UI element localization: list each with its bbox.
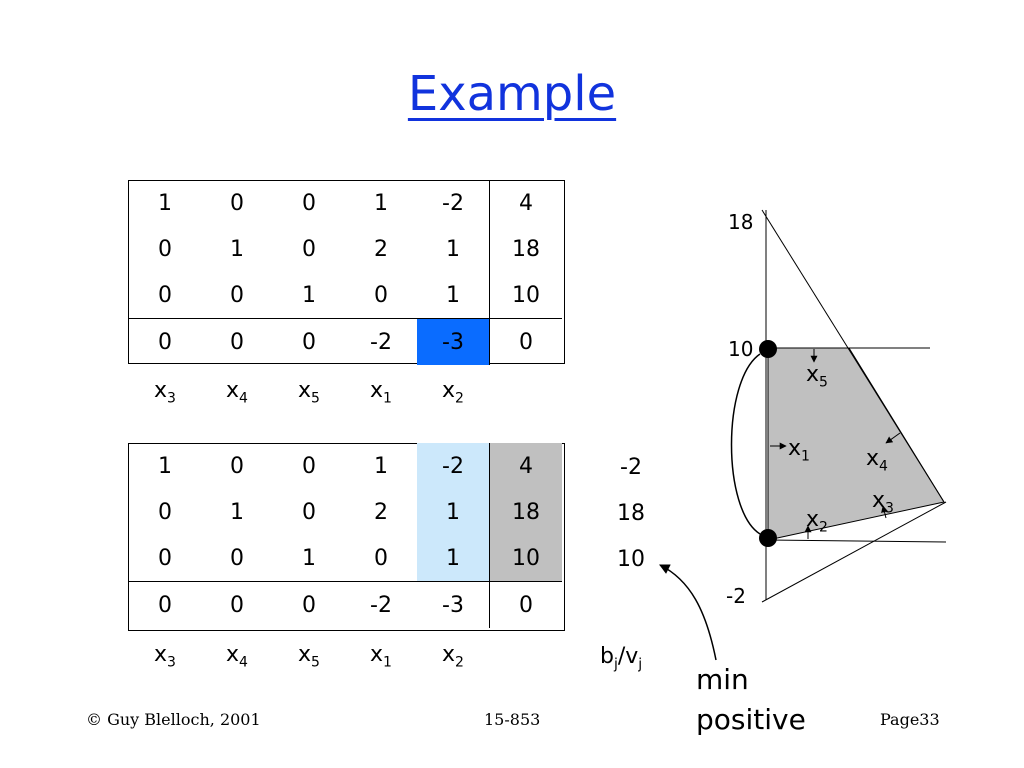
footer-course: 15-853	[484, 710, 541, 729]
constraint-line-x2	[767, 539, 947, 543]
var-label: x1	[370, 378, 392, 407]
var-label-x4: x4	[866, 446, 888, 475]
min-positive-annotation: min positive	[696, 663, 806, 736]
tableau-2-var-labels: x3 x4 x5 x1 x2	[129, 642, 489, 670]
table-cell: 1	[446, 282, 460, 308]
table-cell: -2	[345, 318, 417, 365]
rhs-cell: 10	[489, 535, 562, 582]
axis-label-neg2: -2	[726, 584, 746, 608]
var-label: x5	[298, 642, 320, 671]
vertex-dot	[759, 340, 777, 358]
table-cell: -2	[345, 581, 417, 628]
table-cell-rhs: 18	[489, 226, 562, 272]
table-row: 0 1 0 2 1 18	[129, 489, 562, 535]
table-cell-rhs: 10	[489, 272, 562, 319]
table-cell: 0	[158, 499, 172, 525]
var-label: x1	[370, 642, 392, 671]
table-cell: 0	[201, 318, 273, 365]
table-cell: 0	[158, 236, 172, 262]
table-cell: 1	[446, 236, 460, 262]
var-label: x2	[442, 642, 464, 671]
table-cell: 2	[374, 499, 388, 525]
tableau-2: 1 0 0 1 -2 4 0 1 0 2 1 18 0 0 1 0 1 10 0…	[129, 443, 562, 628]
slide-title: Example	[407, 66, 617, 122]
pivot-column-cell: -2	[417, 443, 490, 489]
var-label-x2: x2	[806, 507, 828, 536]
tableau-1: 1 0 0 1 -2 4 0 1 0 2 1 18 0 0 1 0 1 10 0…	[129, 180, 562, 365]
footer-page-number: Page33	[880, 710, 940, 729]
footer-copyright: © Guy Blelloch, 2001	[86, 710, 261, 729]
rhs-cell: 18	[489, 489, 562, 535]
min-positive-arrow	[659, 564, 717, 661]
table-cell: 0	[201, 581, 273, 628]
vertex-dot	[759, 529, 777, 547]
pivot-column-cell: 1	[417, 535, 490, 582]
table-cell: 1	[230, 499, 244, 525]
objective-row: 0 0 0 -2 -3 0	[129, 318, 562, 365]
var-label: x3	[154, 642, 176, 671]
table-row: 0 1 0 2 1 18	[129, 226, 562, 272]
axis-label-10: 10	[728, 337, 754, 361]
pivot-column-cell: 1	[417, 489, 490, 535]
table-row: 1 0 0 1 -2 4	[129, 443, 562, 489]
axis-label-18: 18	[728, 210, 754, 234]
var-label-x1: x1	[788, 436, 810, 465]
table-cell: 0	[158, 545, 172, 571]
var-label: x5	[298, 378, 320, 407]
table-cell: 0	[273, 581, 345, 628]
table-cell: 1	[374, 190, 388, 216]
table-cell: 0	[230, 190, 244, 216]
table-cell: 0	[273, 318, 345, 365]
table-cell: 1	[374, 453, 388, 479]
table-cell: 0	[230, 453, 244, 479]
table-cell-rhs: 4	[489, 180, 562, 226]
table-cell: 0	[374, 545, 388, 571]
objective-row: 0 0 0 -2 -3 0	[129, 581, 562, 628]
table-row: 0 0 1 0 1 10	[129, 535, 562, 582]
ratio-value: 18	[617, 501, 645, 526]
table-cell-rhs: 0	[489, 318, 562, 365]
table-cell: 1	[158, 190, 172, 216]
table-cell: 0	[302, 499, 316, 525]
table-cell: 0	[374, 282, 388, 308]
table-cell: 0	[302, 236, 316, 262]
table-cell: -3	[417, 581, 490, 628]
var-label-x5: x5	[806, 362, 828, 391]
table-row: 0 0 1 0 1 10	[129, 272, 562, 319]
ratio-value: 10	[617, 547, 645, 572]
table-cell: 1	[302, 545, 316, 571]
selected-cell: -3	[417, 318, 490, 365]
rhs-cell: 4	[489, 443, 562, 489]
table-cell: 1	[302, 282, 316, 308]
table-cell: 0	[302, 190, 316, 216]
table-cell: 2	[374, 236, 388, 262]
var-label-x3: x3	[872, 488, 894, 517]
table-cell: 1	[158, 453, 172, 479]
table-cell: 1	[230, 236, 244, 262]
var-label: x4	[226, 642, 248, 671]
table-cell: 0	[158, 282, 172, 308]
var-label: x3	[154, 378, 176, 407]
ratio-value: -2	[620, 455, 642, 480]
table-cell: -2	[442, 190, 464, 216]
var-label: x4	[226, 378, 248, 407]
ratio-label: bj/vj	[600, 644, 643, 673]
table-cell: 0	[230, 545, 244, 571]
constraint-line-x3	[761, 501, 947, 603]
tableau-1-var-labels: x3 x4 x5 x1 x2	[129, 378, 489, 406]
x4-direction-arrow	[885, 432, 901, 444]
table-cell: 0	[302, 453, 316, 479]
table-cell-rhs: 0	[489, 581, 562, 628]
pivot-move-curve	[730, 353, 761, 535]
table-row: 1 0 0 1 -2 4	[129, 180, 562, 226]
table-cell: 0	[129, 581, 201, 628]
table-cell: 0	[129, 318, 201, 365]
table-cell: 0	[230, 282, 244, 308]
var-label: x2	[442, 378, 464, 407]
